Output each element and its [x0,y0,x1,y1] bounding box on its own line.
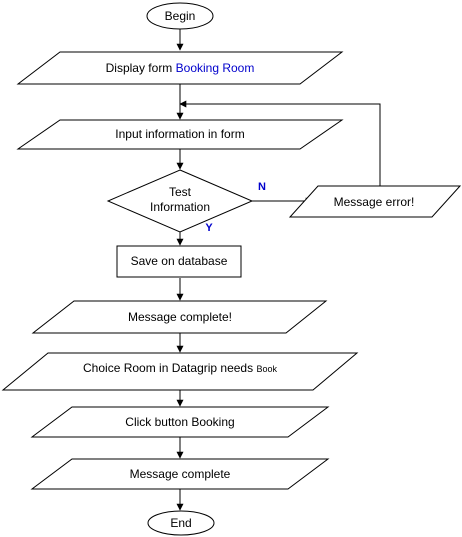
node-save-db-label: Save on database [131,254,228,268]
node-click-booking: Click button Booking [30,406,330,438]
node-begin: Begin [146,2,214,30]
node-end: End [147,510,215,536]
node-input-info: Input information in form [16,119,344,150]
node-message-error-label: Message error! [334,195,415,209]
node-message-complete-2-label: Message complete [130,467,231,481]
node-input-info-label: Input information in form [115,127,244,141]
node-end-label: End [170,516,191,530]
connectors [176,29,381,511]
node-test-info-line2: Information [150,200,210,214]
node-display-form-label: Display form Booking Room [106,61,255,75]
node-display-form-highlight: Booking Room [176,61,255,75]
branch-yes-label: Y [205,222,213,234]
node-click-booking-label: Click button Booking [125,415,234,429]
node-choice-room-suffix: Book [256,364,277,374]
node-choice-room: Choice Room in Datagrip needs Book [1,352,359,391]
node-message-error: Message error! [288,185,462,218]
node-choice-room-label: Choice Room in Datagrip needs Book [83,361,277,375]
node-test-info: Test Information [106,169,254,233]
branch-no-label: N [258,181,266,193]
node-test-info-line1: Test [169,185,192,199]
node-message-complete-1: Message complete! [31,300,328,334]
node-message-complete-1-label: Message complete! [128,310,232,324]
node-display-form-prefix: Display form [106,61,176,75]
node-message-complete-2: Message complete [30,458,330,490]
edge-error-loop-back [179,100,381,186]
node-choice-room-main: Choice Room in Datagrip needs [83,361,256,375]
node-begin-label: Begin [165,9,196,23]
node-save-db: Save on database [116,245,242,278]
node-display-form: Display form Booking Room [16,51,344,85]
